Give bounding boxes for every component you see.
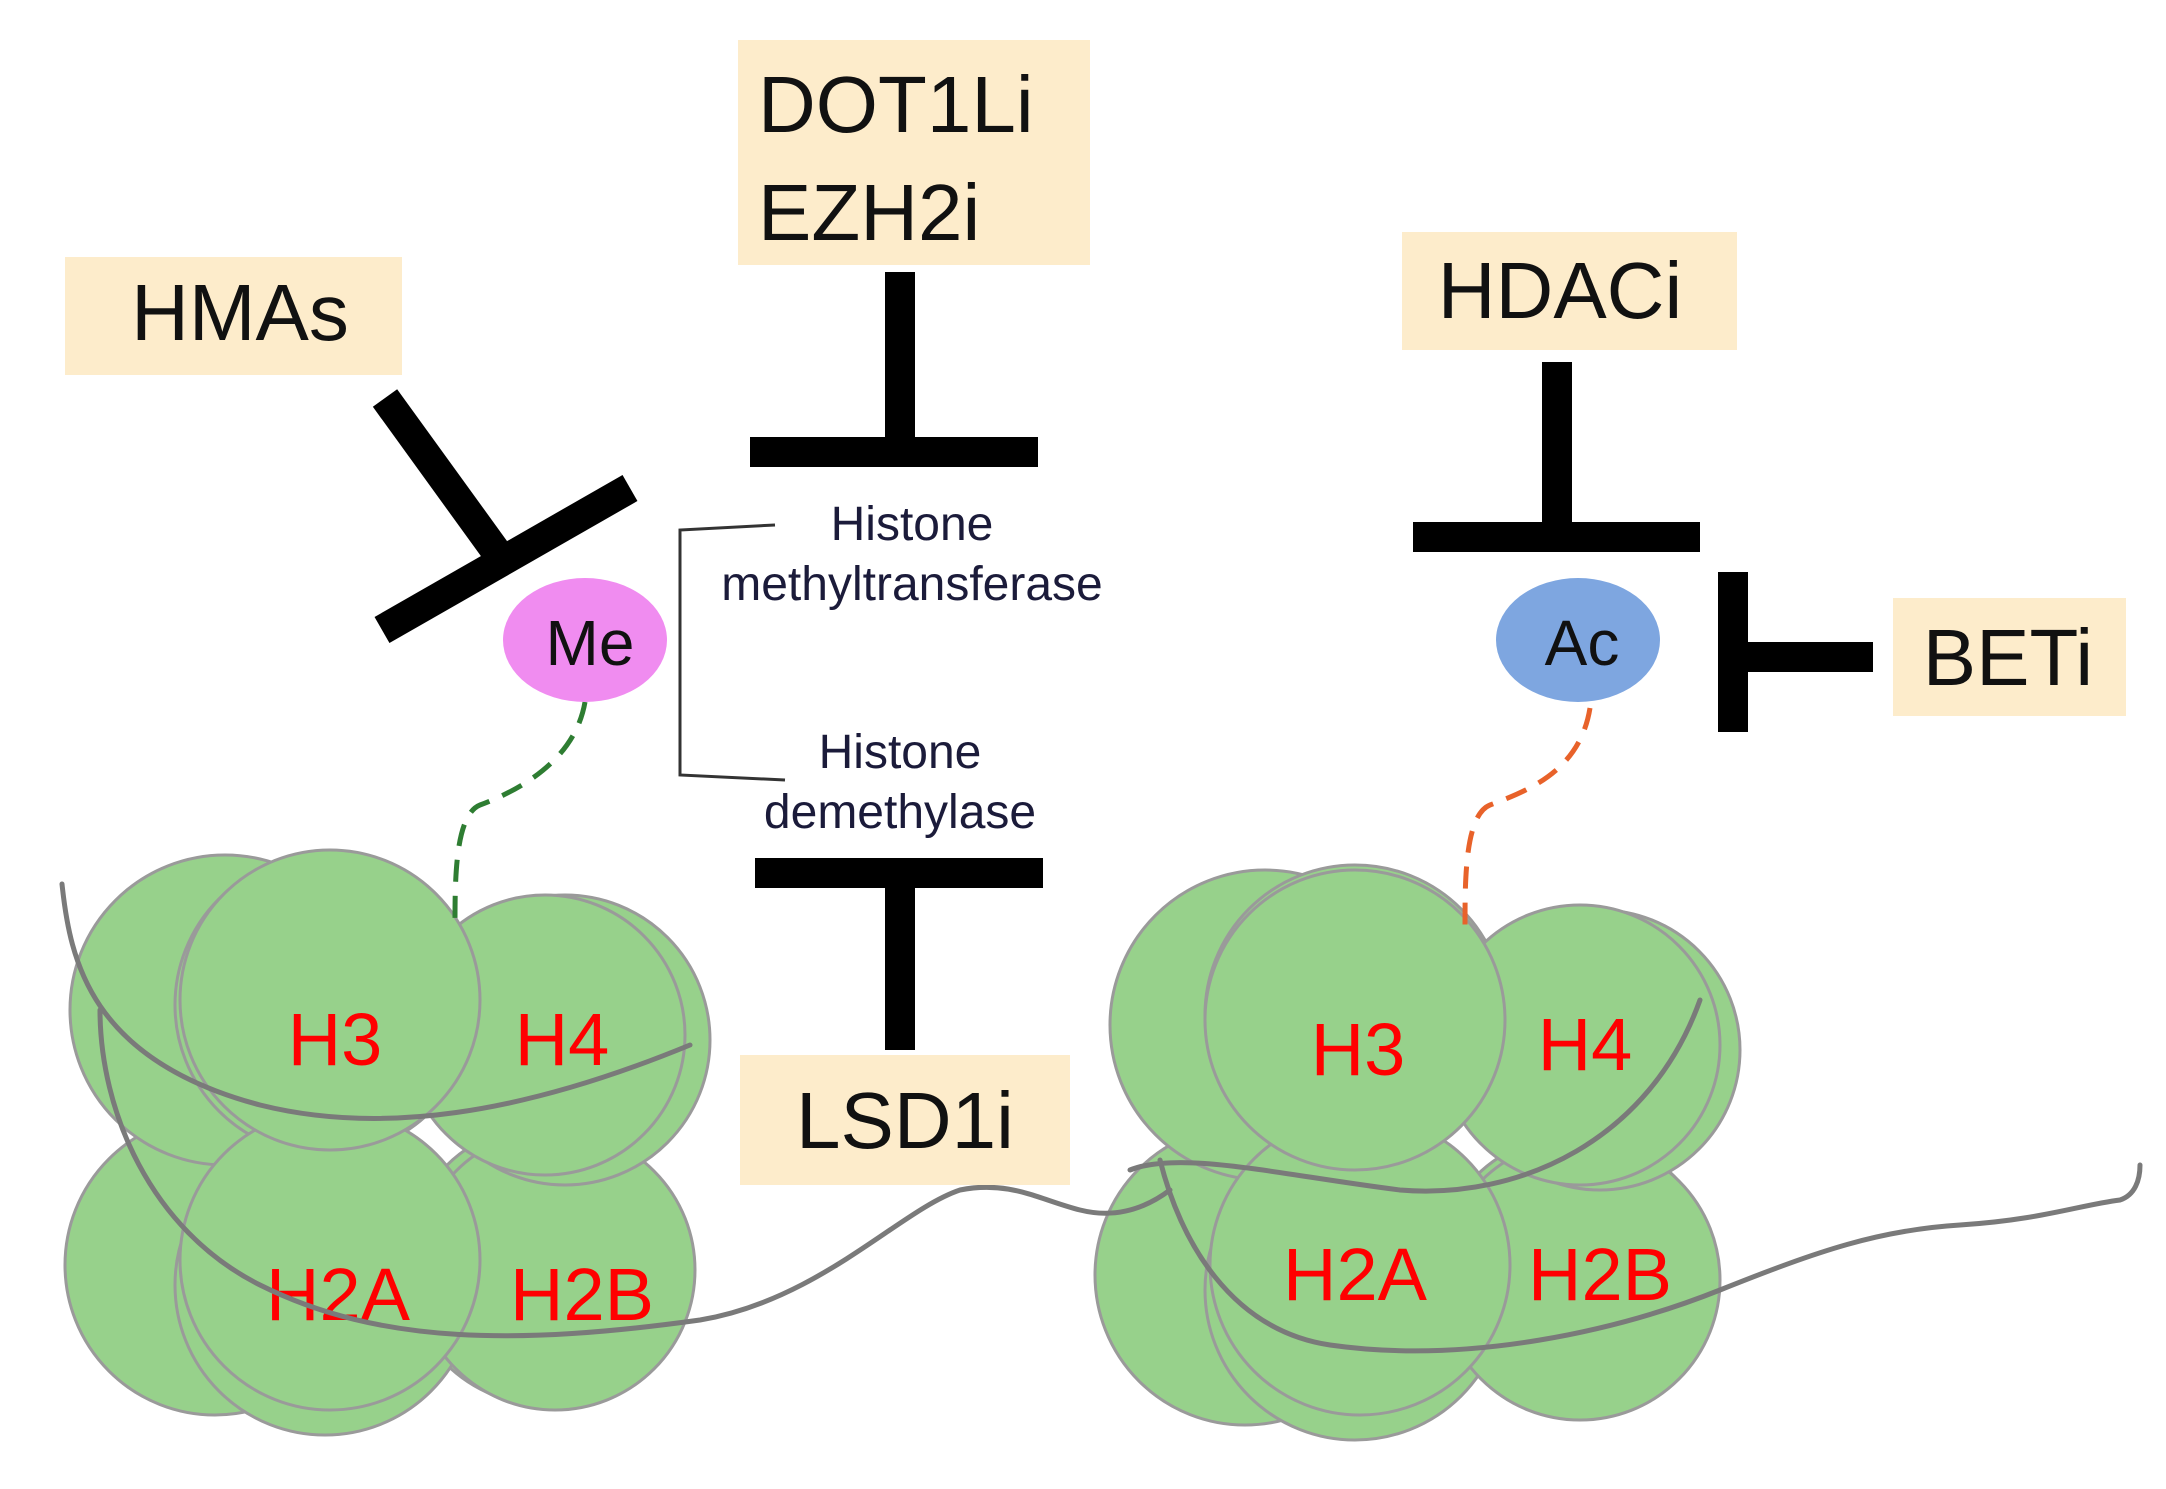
inhibition-stem (372, 389, 508, 559)
acetyl-ellipse (1496, 578, 1660, 702)
beti-label: BETi (1923, 613, 2093, 702)
histone-label-h4: H4 (515, 998, 610, 1081)
dna-strand (59, 881, 2143, 1354)
methyl-mark: Me (503, 578, 667, 702)
histone-label-h2b: H2B (1528, 1233, 1672, 1316)
demethylase-line2: demethylase (764, 786, 1036, 839)
label-box (1402, 232, 1737, 350)
dot1li-label: DOT1Li (758, 60, 1034, 149)
dna-wrap (1127, 997, 1703, 1194)
demethylase-line1: Histone (819, 726, 982, 779)
lsd1i-inhibition (755, 858, 1043, 1050)
hmas-box: HMAs (65, 257, 402, 375)
acetyl-label: Ac (1545, 607, 1620, 679)
enzyme-bracket (678, 523, 786, 782)
hmas-label: HMAs (131, 268, 349, 357)
methyl-label: Me (546, 607, 635, 679)
hmas-inhibition (372, 389, 638, 644)
hdaci-inhibition (1413, 362, 1700, 552)
ezh2i-label: EZH2i (758, 168, 980, 257)
histone-label-h2b: H2B (510, 1253, 654, 1336)
beti-box: BETi (1893, 598, 2126, 716)
beti-inhibition (1718, 572, 1873, 732)
lsd1i-box: LSD1i (740, 1055, 1070, 1185)
methyl-link (452, 701, 588, 926)
histone-label-h2a: H2A (1283, 1233, 1428, 1316)
hdaci-label: HDACi (1438, 246, 1682, 335)
label-box (65, 257, 402, 375)
histone-bead (1203, 868, 1507, 1172)
label-box (740, 1055, 1070, 1185)
nucleosome-left: H3 H4 H2A H2B (63, 848, 712, 1437)
lsd1i-label: LSD1i (796, 1076, 1014, 1165)
histone-label-h3: H3 (288, 998, 383, 1081)
histone-label-h4: H4 (1538, 1003, 1633, 1086)
acetyl-link (1462, 707, 1593, 926)
label-box (738, 40, 1090, 265)
acetyl-mark: Ac (1496, 578, 1660, 702)
inhibition-bar (374, 474, 638, 644)
methyltransferase-line1: Histone (831, 498, 994, 551)
dna-linker (97, 1007, 1173, 1339)
histone-label-h2a: H2A (266, 1253, 411, 1336)
methyltransferase-line2: methyltransferase (721, 558, 1103, 611)
nucleosome-right: H3 H4 H2A H2B (1093, 863, 1742, 1442)
histone-label-h3: H3 (1311, 1008, 1406, 1091)
dot1li-ezh2i-inhibition (750, 272, 1038, 467)
dna-wrap (59, 881, 693, 1121)
dna-tail (1157, 1157, 2143, 1354)
label-box (1893, 598, 2126, 716)
histone-bead (178, 848, 482, 1152)
hdaci-box: HDACi (1402, 232, 1737, 350)
methyl-ellipse (503, 578, 667, 702)
dot1li-ezh2i-box: DOT1Li EZH2i (738, 40, 1090, 265)
